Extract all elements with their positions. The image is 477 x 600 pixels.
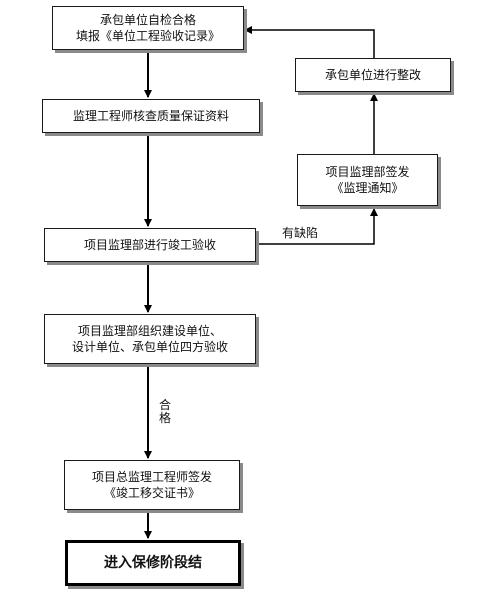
notice-line1: 项目监理部签发 <box>325 165 410 179</box>
notice-box: 项目监理部签发 《监理通知》 <box>297 154 438 206</box>
rectify-label: 承包单位进行整改 <box>324 68 421 82</box>
qualified-char-1: 合 <box>158 398 171 412</box>
review-docs-label: 监理工程师核查质量保证资料 <box>72 109 229 123</box>
completion-check-label: 项目监理部进行竣工验收 <box>83 238 216 252</box>
completion-check-box: 项目监理部进行竣工验收 <box>44 228 256 262</box>
notice-line2: 《监理通知》 <box>331 181 404 195</box>
self-check-line2: 填报《单位工程验收记录》 <box>75 29 220 43</box>
self-check-box: 承包单位自检合格 填报《单位工程验收记录》 <box>52 6 244 50</box>
review-docs-box: 监理工程师核查质量保证资料 <box>42 99 260 133</box>
certificate-line2: 《竣工移交证书》 <box>103 486 200 500</box>
certificate-box: 项目总监理工程师签发 《竣工移交证书》 <box>64 460 240 510</box>
certificate-line1: 项目总监理工程师签发 <box>91 470 212 484</box>
defects-label: 有缺陷 <box>282 226 319 240</box>
arrow-completion-to-notice <box>256 208 378 245</box>
warranty-box: 进入保修阶段结 <box>65 540 241 586</box>
qualified-char-2: 格 <box>158 411 171 425</box>
four-party-line2: 设计单位、承包单位四方验收 <box>71 340 228 354</box>
four-party-box: 项目监理部组织建设单位、 设计单位、承包单位四方验收 <box>44 314 256 364</box>
arrow-rectify-to-selfcheck <box>244 26 375 58</box>
four-party-line1: 项目监理部组织建设单位、 <box>77 324 222 338</box>
self-check-line1: 承包单位自检合格 <box>99 13 196 27</box>
qualified-label: 合 格 <box>158 399 172 425</box>
rectify-box: 承包单位进行整改 <box>295 58 451 92</box>
warranty-label: 进入保修阶段结 <box>104 555 202 571</box>
